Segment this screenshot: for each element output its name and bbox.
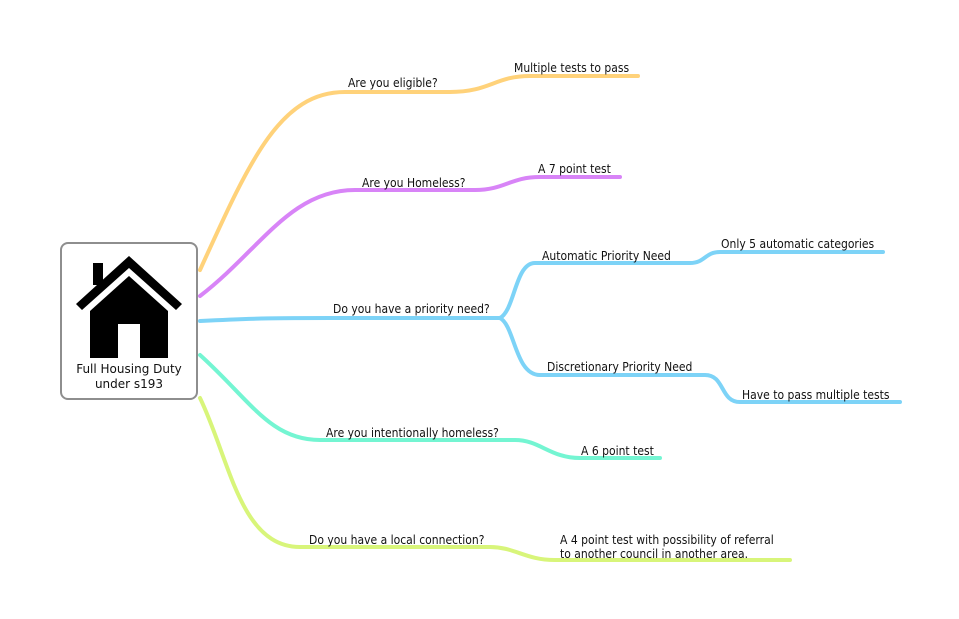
connector-automatic (498, 250, 885, 320)
node-intentionally-homeless[interactable]: Are you intentionally homeless? (326, 426, 499, 440)
connector-local (198, 396, 792, 562)
node-7-point-test[interactable]: A 7 point test (538, 162, 611, 176)
house-icon (76, 256, 182, 358)
node-have-to-pass-multiple-tests[interactable]: Have to pass multiple tests (742, 388, 890, 402)
node-only-5-automatic-categories[interactable]: Only 5 automatic categories (721, 237, 875, 251)
connector-discretionary (498, 316, 902, 404)
node-4-point-test-line2: to another council in another area. (560, 547, 749, 561)
node-are-you-eligible[interactable]: Are you eligible? (348, 76, 438, 90)
node-priority-need[interactable]: Do you have a priority need? (333, 302, 490, 316)
connector-homeless (198, 175, 622, 298)
connector-intentional (198, 353, 662, 460)
node-discretionary-priority-need[interactable]: Discretionary Priority Need (547, 360, 693, 374)
node-6-point-test[interactable]: A 6 point test (581, 444, 654, 458)
node-multiple-tests-to-pass[interactable]: Multiple tests to pass (514, 61, 630, 75)
root-title-line1: Full Housing Duty (76, 362, 182, 376)
connector-eligible (198, 74, 640, 272)
node-automatic-priority-need[interactable]: Automatic Priority Need (542, 249, 671, 263)
node-are-you-homeless[interactable]: Are you Homeless? (362, 176, 466, 190)
root-title-line2: under s193 (94, 377, 164, 391)
root-title: Full Housing Duty under s193 (62, 362, 196, 392)
node-4-point-test[interactable]: A 4 point test with possibility of refer… (560, 533, 774, 561)
node-4-point-test-line1: A 4 point test with possibility of refer… (560, 533, 774, 547)
root-node[interactable]: Full Housing Duty under s193 (60, 242, 198, 400)
connector-priority (198, 316, 502, 323)
node-local-connection[interactable]: Do you have a local connection? (309, 533, 485, 547)
